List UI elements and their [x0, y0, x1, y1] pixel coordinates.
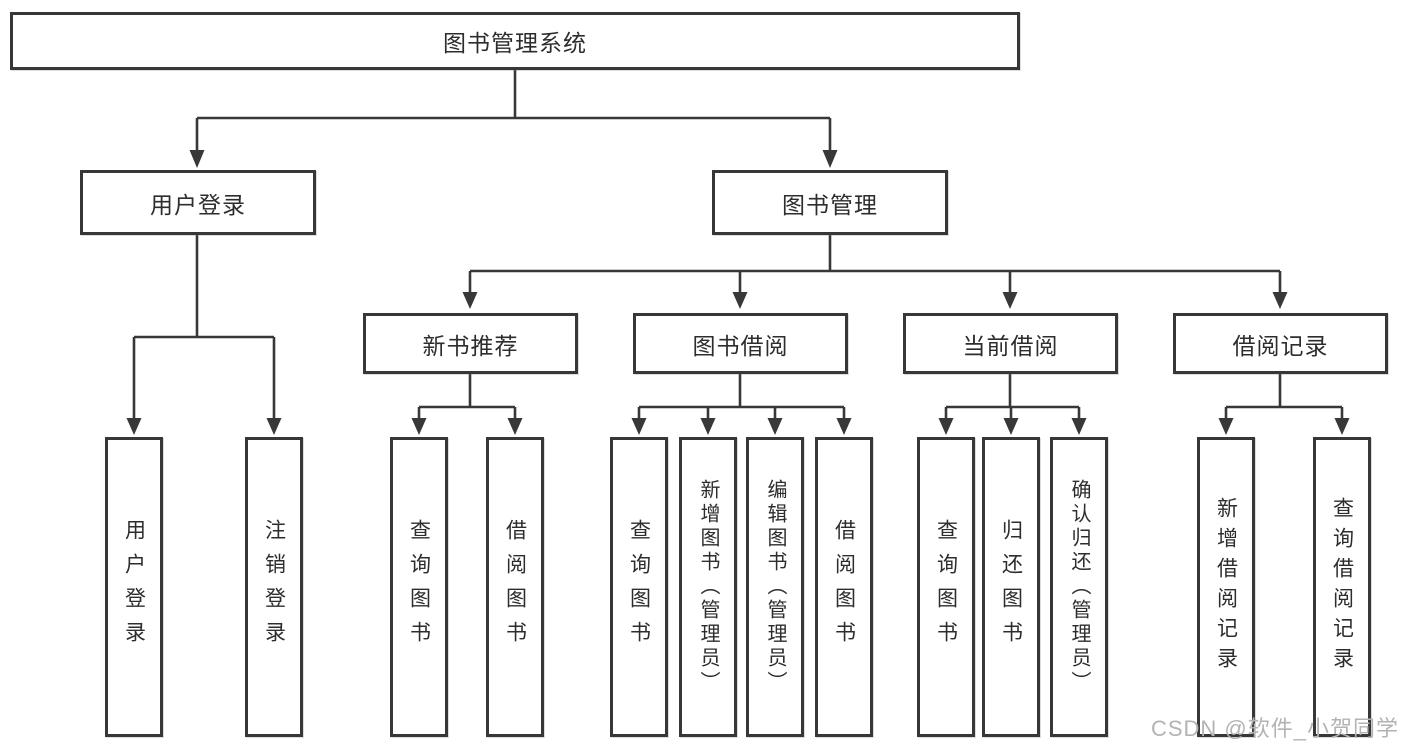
leaf-borrow-books-recommend: 借阅图书: [486, 437, 544, 737]
node-user-login-label: 用户登录: [150, 191, 246, 218]
node-root: 图书管理系统: [10, 12, 1020, 70]
node-current-borrow-label: 当前借阅: [962, 332, 1059, 359]
node-new-book-recommend-label: 新书推荐: [422, 332, 519, 359]
csdn-watermark: CSDN @软件_小贺同学: [1150, 716, 1399, 741]
node-book-management: 图书管理: [712, 170, 948, 235]
leaf-query-books-current: 查询图书: [917, 437, 975, 737]
leaf-query-books-borrow: 查询图书: [610, 437, 668, 737]
node-new-book-recommend: 新书推荐: [363, 313, 578, 374]
leaf-query-books-recommend: 查询图书: [390, 437, 448, 737]
node-book-management-label: 图书管理: [782, 191, 878, 218]
leaf-add-borrow-record: 新增借阅记录: [1197, 437, 1255, 737]
leaf-query-borrow-record: 查询借阅记录: [1313, 437, 1371, 737]
node-book-borrow: 图书借阅: [633, 313, 848, 374]
leaf-confirm-return-admin: 确认归还（管理员）: [1050, 437, 1108, 737]
node-book-borrow-label: 图书借阅: [692, 332, 789, 359]
leaf-edit-book-admin: 编辑图书（管理员）: [746, 437, 804, 737]
leaf-return-book: 归还图书: [982, 437, 1040, 737]
node-current-borrow: 当前借阅: [903, 313, 1118, 374]
leaf-add-book-admin: 新增图书（管理员）: [679, 437, 737, 737]
node-root-label: 图书管理系统: [443, 30, 587, 56]
leaf-logout: 注销登录: [245, 437, 303, 737]
leaf-user-login: 用户登录: [105, 437, 163, 737]
node-borrow-records: 借阅记录: [1173, 313, 1388, 374]
node-borrow-records-label: 借阅记录: [1232, 332, 1329, 359]
node-user-login: 用户登录: [80, 170, 316, 235]
leaf-borrow-books: 借阅图书: [815, 437, 873, 737]
